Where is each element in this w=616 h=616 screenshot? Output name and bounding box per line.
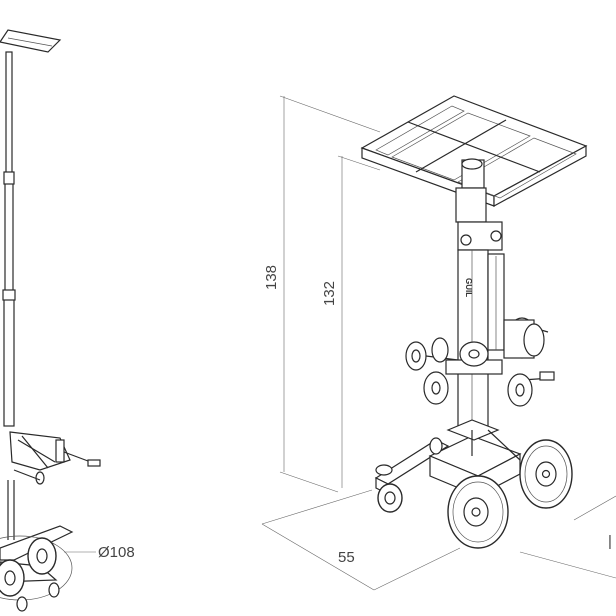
height-132-label: 132 xyxy=(321,281,338,306)
side-view-platform xyxy=(0,29,62,53)
diameter-label: Ø108 xyxy=(98,544,135,561)
iso-view-head xyxy=(455,158,503,251)
brand-label: GUIL xyxy=(464,278,473,297)
side-view-winch xyxy=(9,431,101,485)
caster-wheel xyxy=(375,464,403,513)
iso-view-mast: GUIL xyxy=(457,249,505,431)
front-tire xyxy=(447,475,509,549)
iso-view-winch-right xyxy=(503,317,555,381)
side-view-mast-lower xyxy=(3,295,15,427)
side-view-lift xyxy=(0,29,101,612)
side-view-mast-upper xyxy=(5,51,13,183)
width-55-dimension-line xyxy=(261,523,375,591)
width-55-label: 55 xyxy=(338,549,355,566)
height-138-label: 138 xyxy=(263,265,280,290)
dimension-lines xyxy=(261,95,616,591)
rear-caster-wheel xyxy=(429,437,443,455)
rear-tire xyxy=(519,439,573,509)
side-view-wheels xyxy=(0,537,60,612)
iso-view-wheels xyxy=(375,437,573,549)
side-view-mast-middle xyxy=(4,179,14,299)
iso-view-winch-left xyxy=(405,337,533,407)
partial-dimension-glyph: | xyxy=(608,533,612,550)
